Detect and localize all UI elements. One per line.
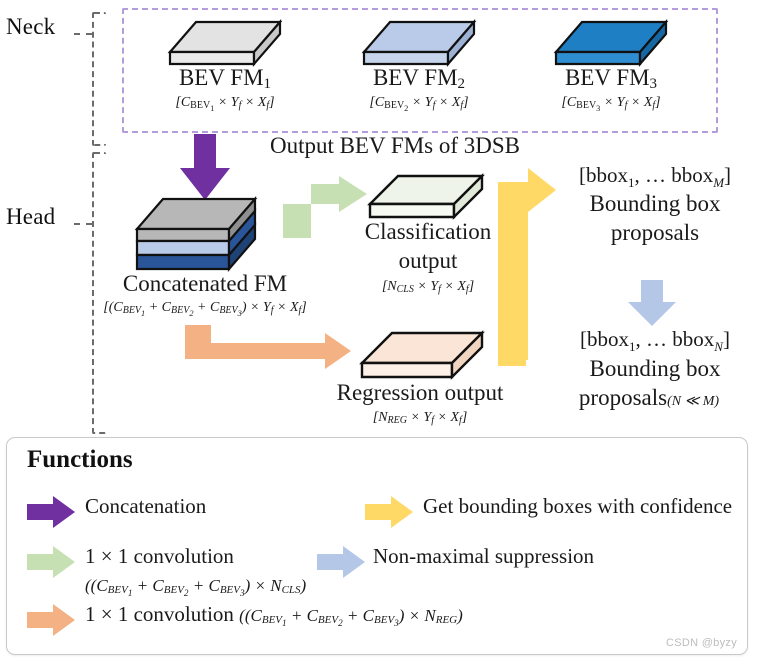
neck-bracket-tick [74,33,92,35]
bbox-list-top: [bbox1, … bboxM] [578,163,732,191]
bev-fm-3-name: BEV FM [564,65,650,90]
regression-output-block [358,330,486,386]
classification-output-block [366,173,486,225]
proposals-bottom-line1: Bounding box [589,356,721,381]
concatenated-fm-dims: [(CBEV1 + CBEV2 + CBEV3) × Yf × Xf] [103,300,307,318]
legend-label-concatenation: Concatenation [85,494,207,518]
head-bracket [92,152,106,434]
legend-label-conv-reg: 1 × 1 convolution [85,602,234,626]
legend-label-get-boxes: Get bounding boxes with confidence [423,494,733,518]
proposals-top-line1: Bounding box [589,191,721,216]
bev-fm-2-caption: BEV FM2 [334,65,504,93]
classification-output-dims: [NCLS × Yf × Xf] [381,279,475,295]
proposals-bottom-line2: proposals [578,385,668,410]
regression-conv-arrow [185,325,355,382]
bev-fm-3-caption: BEV FM3 [526,65,696,93]
concatenated-fm-caption: Concatenated FM [122,271,288,296]
functions-title: Functions [27,446,133,473]
regression-output-dims: [NREG × Yf × Xf] [372,410,468,426]
bev-fm-2-dims: [CBEV2 × Yf × Xf] [369,95,469,113]
bev-fm-2-block [360,19,478,72]
legend-arrow-concatenation [27,496,77,528]
regression-output-caption: Regression output [336,380,504,405]
legend-row-conv-reg: 1 × 1 convolution ((CBEV1 + CBEV2 + CBEV… [85,602,463,629]
legend-formula-conv-cls: ((CBEV1 + CBEV2 + CBEV3) × NCLS) [85,576,307,599]
head-bracket-tick [74,223,92,225]
bev-fm-1-caption: BEV FM1 [140,65,310,93]
classification-conv-arrow [283,176,369,245]
watermark: CSDN @byzy [665,637,737,649]
legend-arrow-get-boxes [365,496,415,528]
bev-fm-3-index: 3 [649,76,658,92]
legend-label-nms: Non-maximal suppression [373,544,595,568]
legend-label-conv-cls: 1 × 1 convolution [85,544,234,568]
bev-fm-2-index: 2 [457,76,466,92]
bev-fm-1-name: BEV FM [178,65,264,90]
functions-panel: Functions Concatenation Get bounding box… [6,437,748,655]
bev-fm-2-name: BEV FM [372,65,458,90]
classification-output-caption-line1: Classification [364,219,492,244]
concatenation-arrow [178,134,232,207]
stage-label-head: Head [6,204,56,229]
bev-fm-3-dims: [CBEV3 × Yf × Xf] [561,95,661,113]
bev-fm-3-block [552,19,670,72]
neck-output-caption: Output BEV FMs of 3DSB [269,133,521,158]
bev-fm-1-block [166,19,284,72]
neck-bracket [92,12,106,146]
bev-fm-1-dims: [CBEV1 × Yf × Xf] [175,95,275,113]
get-bounding-boxes-arrow [466,168,556,385]
proposals-bottom-line2-row: proposals(N ≪ M) [540,385,758,410]
proposals-bottom-note: (N ≪ M) [667,394,720,409]
concatenated-fm-block [131,196,263,276]
proposals-top-line2: proposals [610,220,700,245]
neck-container [122,8,718,133]
legend-arrow-conv-cls [27,546,77,578]
legend-arrow-conv-reg [27,604,77,636]
nms-arrow [626,280,678,333]
bev-fm-1-index: 1 [263,76,272,92]
classification-output-caption-line2: output [398,248,458,273]
bbox-list-bottom: [bbox1, … bboxN] [580,327,730,355]
stage-label-neck: Neck [6,14,56,39]
legend-arrow-nms [317,546,367,578]
